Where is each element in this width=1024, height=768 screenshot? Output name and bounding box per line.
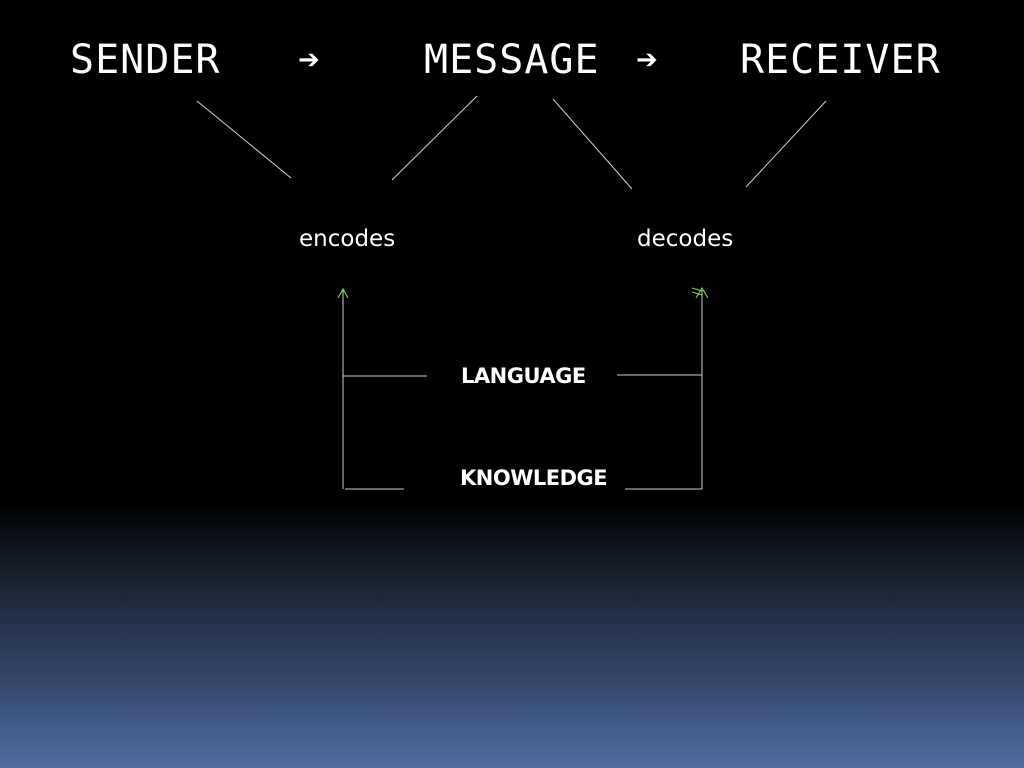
arrow-right-icon: ➔ <box>636 45 658 75</box>
message-label: MESSAGE <box>424 37 600 83</box>
arrowhead-up-icon <box>695 286 709 299</box>
language-label: LANGUAGE <box>461 364 586 388</box>
decodes-label: decodes <box>637 226 734 252</box>
connector-sender-encodes <box>196 100 292 179</box>
arrowhead-tick-icon <box>691 287 703 292</box>
connector-receiver-decodes <box>745 100 827 188</box>
connector-message-decodes <box>552 98 633 190</box>
arrowhead-tick-icon <box>691 291 703 296</box>
receiver-label: RECEIVER <box>740 37 941 83</box>
arrow-right-icon: ➔ <box>298 45 320 75</box>
arrowhead-up-icon <box>337 287 349 299</box>
connector-message-encodes <box>391 95 478 181</box>
sender-label: SENDER <box>70 37 221 83</box>
knowledge-label: KNOWLEDGE <box>460 466 608 490</box>
encodes-label: encodes <box>299 226 396 252</box>
